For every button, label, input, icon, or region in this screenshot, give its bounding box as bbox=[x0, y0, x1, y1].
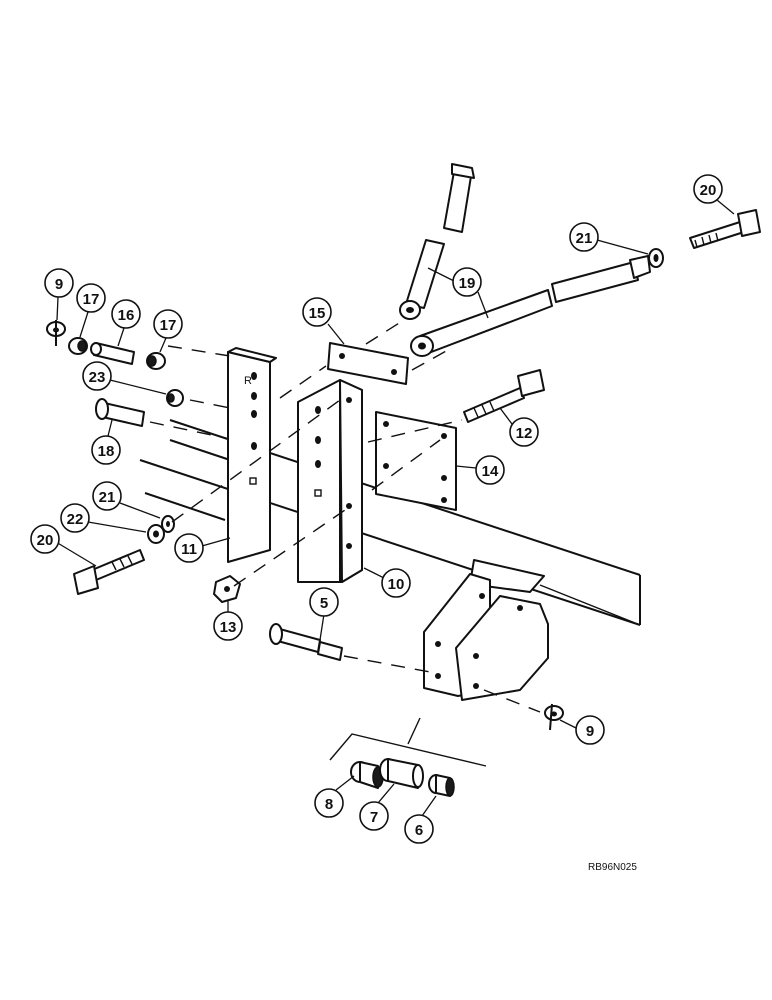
svg-text:12: 12 bbox=[516, 425, 533, 442]
callout-21-top: 21 bbox=[569, 222, 649, 255]
washer-21-top bbox=[648, 248, 664, 268]
callout-13: 13 bbox=[213, 600, 243, 641]
nut-13 bbox=[213, 575, 241, 603]
svg-text:19: 19 bbox=[459, 275, 476, 292]
bushing-7 bbox=[379, 758, 424, 789]
callout-7: 7 bbox=[359, 783, 395, 831]
bushing-23 bbox=[166, 389, 184, 407]
callout-17-left: 17 bbox=[76, 283, 106, 338]
svg-text:15: 15 bbox=[309, 305, 326, 322]
callouts: 20 21 19 9 17 16 bbox=[30, 174, 735, 844]
callout-20-top: 20 bbox=[693, 174, 735, 215]
callout-12: 12 bbox=[499, 407, 539, 447]
callout-14: 14 bbox=[455, 455, 505, 485]
bushing-6 bbox=[428, 774, 455, 797]
plate-15 bbox=[327, 342, 409, 385]
svg-text:5: 5 bbox=[320, 595, 328, 612]
callout-9-right: 9 bbox=[559, 715, 605, 745]
pin-16 bbox=[90, 342, 135, 365]
bushing-17-left bbox=[68, 337, 88, 355]
callout-15: 15 bbox=[302, 297, 345, 345]
callout-6: 6 bbox=[404, 795, 437, 844]
bolt-20-left bbox=[73, 549, 145, 595]
bushing-8 bbox=[350, 761, 384, 789]
svg-text:11: 11 bbox=[181, 541, 197, 558]
svg-text:8: 8 bbox=[325, 796, 333, 813]
svg-text:9: 9 bbox=[55, 276, 63, 293]
bolt-20-top bbox=[689, 209, 761, 249]
washer-21-left bbox=[161, 515, 175, 533]
plate-14 bbox=[375, 411, 457, 511]
svg-text:14: 14 bbox=[482, 463, 499, 480]
svg-text:7: 7 bbox=[370, 809, 378, 826]
lynch-pin-9-left bbox=[46, 320, 66, 346]
callout-10: 10 bbox=[363, 567, 411, 598]
pin-5 bbox=[269, 623, 343, 661]
callout-5: 5 bbox=[309, 587, 339, 641]
callout-20-left: 20 bbox=[30, 524, 97, 567]
callout-18: 18 bbox=[91, 419, 121, 465]
frame-letter: R bbox=[244, 375, 252, 387]
svg-text:20: 20 bbox=[37, 532, 54, 549]
svg-text:16: 16 bbox=[118, 307, 135, 324]
svg-text:23: 23 bbox=[89, 369, 106, 386]
svg-text:21: 21 bbox=[99, 489, 116, 506]
svg-text:13: 13 bbox=[220, 619, 237, 636]
callout-21-left: 21 bbox=[92, 481, 161, 519]
lynch-pin-9-right bbox=[544, 703, 564, 731]
svg-text:18: 18 bbox=[98, 443, 115, 460]
callout-11: 11 bbox=[174, 533, 231, 563]
bracket-11: R bbox=[227, 347, 277, 563]
callout-22: 22 bbox=[60, 503, 147, 533]
callout-17-right: 17 bbox=[153, 309, 183, 353]
hitch-plate-assembly bbox=[423, 559, 549, 701]
upper-link-assembly bbox=[399, 163, 651, 357]
washer-22 bbox=[147, 524, 165, 544]
bushing-group-bracket bbox=[329, 717, 487, 767]
svg-text:9: 9 bbox=[586, 723, 594, 740]
svg-text:20: 20 bbox=[700, 182, 717, 199]
reference-code: RB96N025 bbox=[588, 862, 637, 873]
svg-text:22: 22 bbox=[67, 511, 84, 528]
callout-9-left: 9 bbox=[44, 268, 74, 321]
bushing-17-right bbox=[146, 352, 166, 370]
svg-text:17: 17 bbox=[160, 317, 177, 334]
bolt-12 bbox=[463, 369, 545, 423]
assembly-lines bbox=[149, 319, 541, 713]
pin-18 bbox=[95, 398, 145, 427]
callout-19: 19 bbox=[427, 267, 489, 319]
bracket-10 bbox=[297, 379, 363, 583]
callout-23: 23 bbox=[82, 361, 167, 395]
callout-16: 16 bbox=[111, 299, 141, 347]
svg-text:6: 6 bbox=[415, 822, 423, 839]
svg-text:21: 21 bbox=[576, 230, 593, 247]
svg-text:17: 17 bbox=[83, 291, 100, 308]
callout-8: 8 bbox=[314, 775, 355, 818]
svg-text:10: 10 bbox=[388, 576, 405, 593]
